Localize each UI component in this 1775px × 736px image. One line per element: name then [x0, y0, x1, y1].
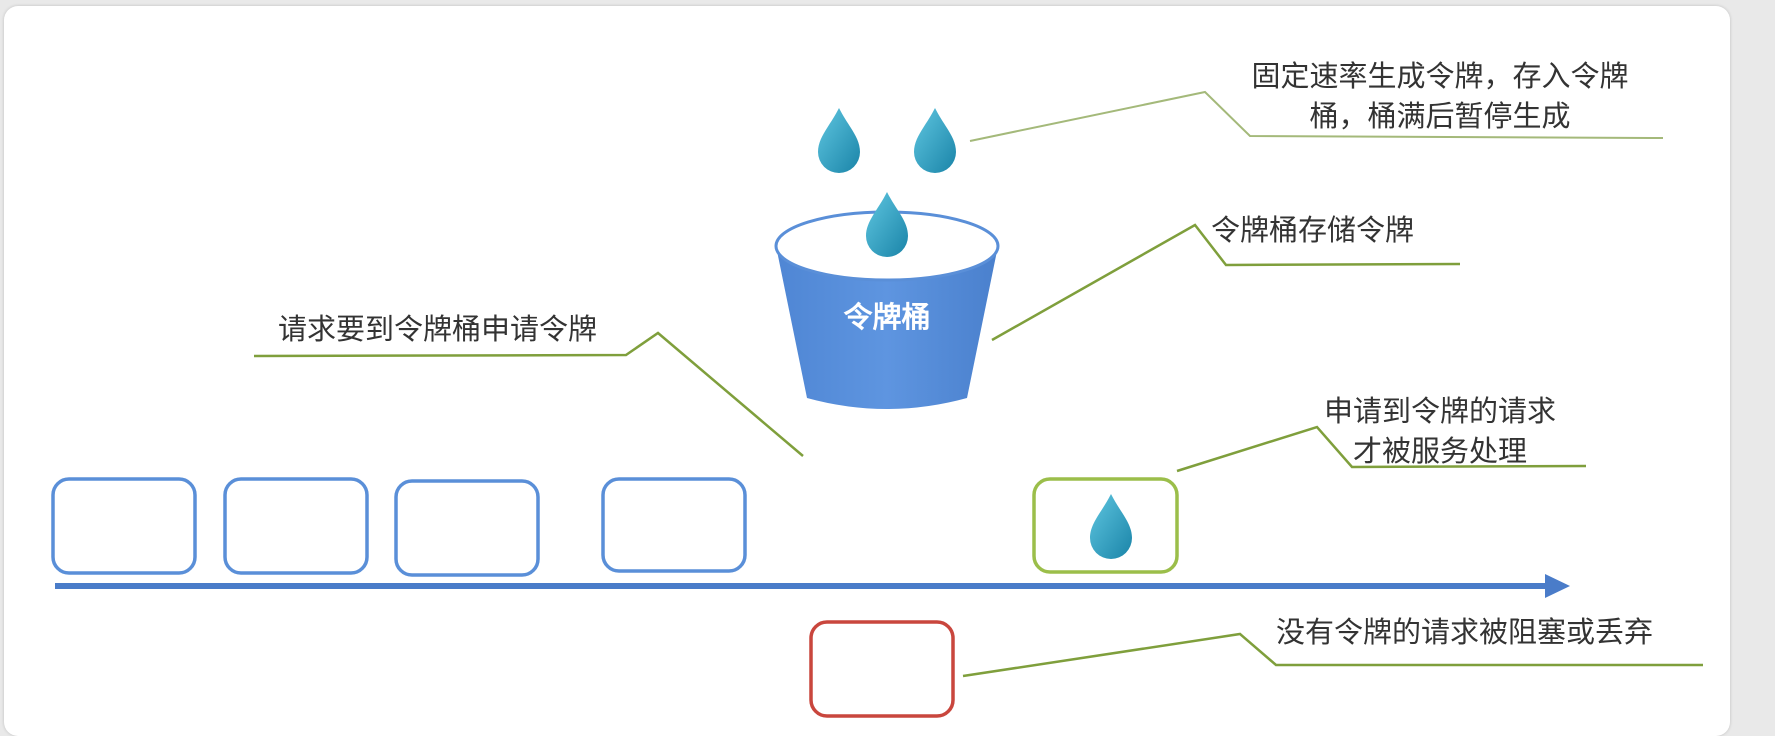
leader-line-request-apply [253, 331, 804, 457]
request-box [223, 477, 369, 575]
request-box [394, 479, 540, 577]
annotation-served: 申请到令牌的请求 才被服务处理 [1300, 391, 1580, 471]
leader-line-blocked [962, 632, 1703, 678]
annotation-blocked: 没有令牌的请求被阻塞或丢弃 [1276, 615, 1654, 649]
annotation-generate-line2: 桶，桶满后暂停生成 [1309, 99, 1571, 133]
token-drop-icon [818, 108, 860, 173]
timeline-arrowhead [1545, 574, 1570, 598]
annotation-store: 令牌桶存储令牌 [1211, 213, 1415, 247]
token-bucket-diagram [51, 90, 1703, 718]
annotation-served-line1: 申请到令牌的请求 [1323, 394, 1556, 428]
token-bucket-body [776, 246, 998, 409]
leader-line-served [1176, 425, 1587, 473]
annotation-generate-line1: 固定速率生成令牌，存入令牌 [1251, 59, 1629, 93]
annotation-served-line2: 才被服务处理 [1352, 434, 1527, 468]
request-box [51, 477, 197, 575]
leader-line-generate [969, 90, 1664, 142]
annotation-generate: 固定速率生成令牌，存入令牌 桶，桶满后暂停生成 [1225, 56, 1655, 136]
token-drop-icon [866, 192, 908, 257]
annotation-request-apply: 请求要到令牌桶申请令牌 [278, 312, 598, 346]
request-box [601, 477, 747, 573]
token-drop-icon [914, 108, 956, 173]
token-drop-icon [1090, 494, 1132, 559]
bucket-label: 令牌桶 [843, 300, 931, 334]
leader-line-store [991, 223, 1461, 342]
blocked-request-box [809, 620, 955, 718]
